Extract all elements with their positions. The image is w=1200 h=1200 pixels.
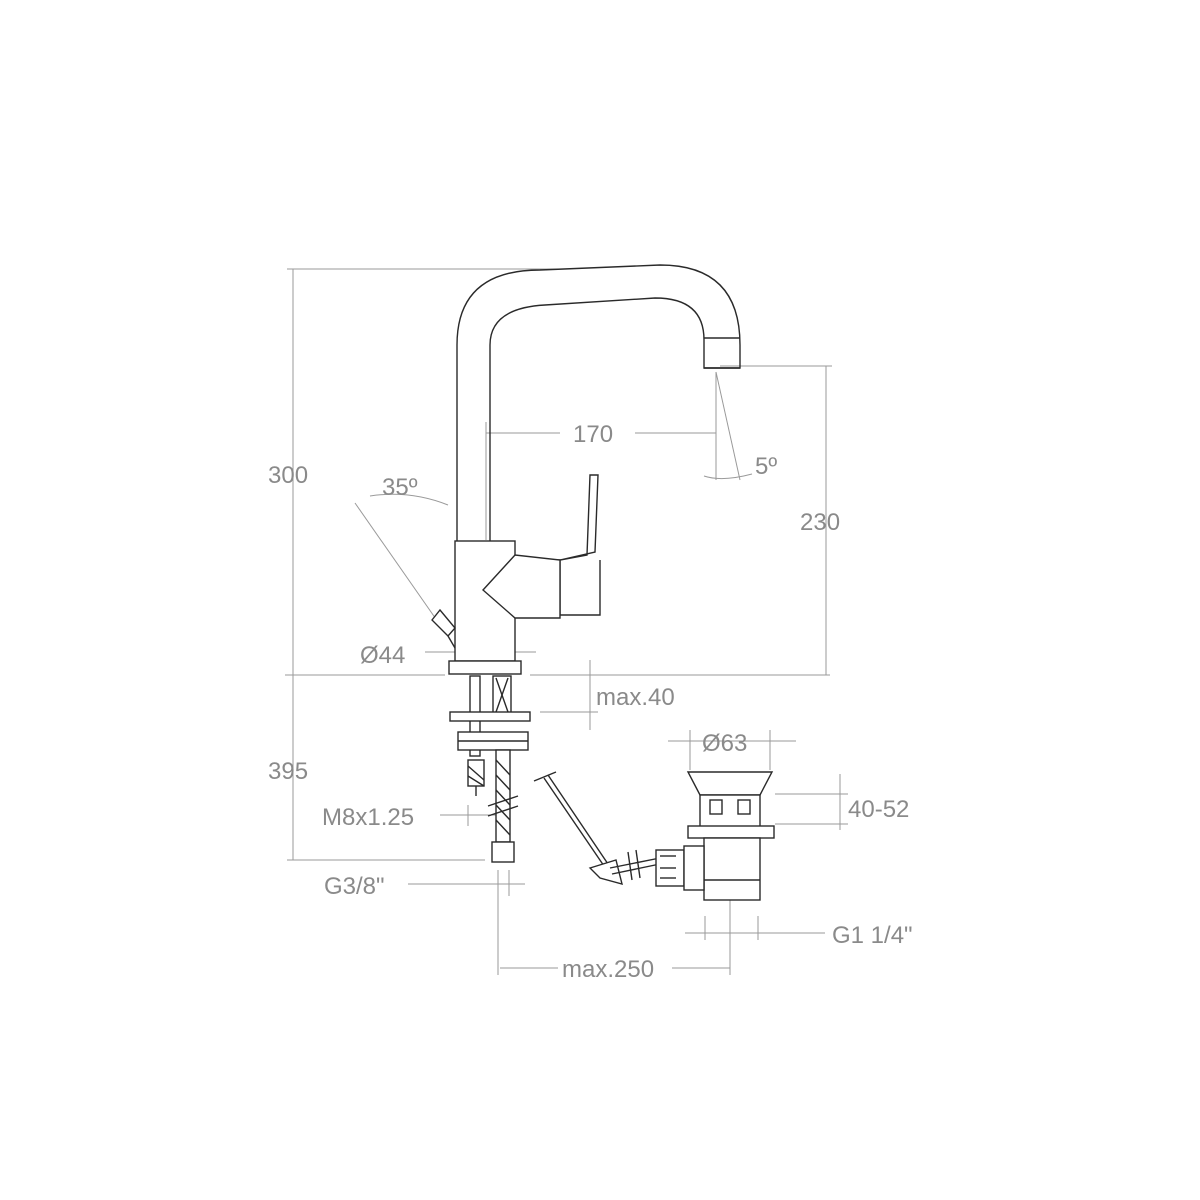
label-total-height: 300 <box>268 462 308 489</box>
label-spout-angle: 5º <box>755 453 777 480</box>
dimension-labels: 300 170 230 35º 5º Ø44 max.40 395 Ø63 40… <box>268 421 913 983</box>
lever-cartridge <box>482 554 561 619</box>
label-max-deck: max.40 <box>596 684 675 711</box>
waste-valve <box>655 771 775 901</box>
faucet <box>431 264 741 675</box>
waste-flange <box>686 771 774 796</box>
label-max-rod: max.250 <box>562 956 654 983</box>
mounting-hardware <box>449 675 531 863</box>
label-below-deck: 395 <box>268 758 308 785</box>
lever-handle <box>515 474 601 616</box>
label-body-diameter: Ø44 <box>360 642 405 669</box>
label-hose-connection: G3/8" <box>324 873 385 900</box>
label-threaded-rod: M8x1.25 <box>322 804 414 831</box>
label-waste-height: 40-52 <box>848 796 909 823</box>
popup-knob <box>431 608 456 638</box>
label-spout-reach: 170 <box>573 421 613 448</box>
spout <box>456 264 741 541</box>
waste-body <box>703 837 761 901</box>
popup-rod <box>533 771 661 885</box>
fixing-plate <box>449 711 531 722</box>
dimension-lines <box>285 268 848 975</box>
label-spout-height: 230 <box>800 509 840 536</box>
base-ring <box>448 660 522 675</box>
label-waste-diameter: Ø63 <box>702 730 747 757</box>
label-lever-angle: 35º <box>382 474 418 501</box>
label-waste-thread: G1 1/4" <box>832 922 913 949</box>
